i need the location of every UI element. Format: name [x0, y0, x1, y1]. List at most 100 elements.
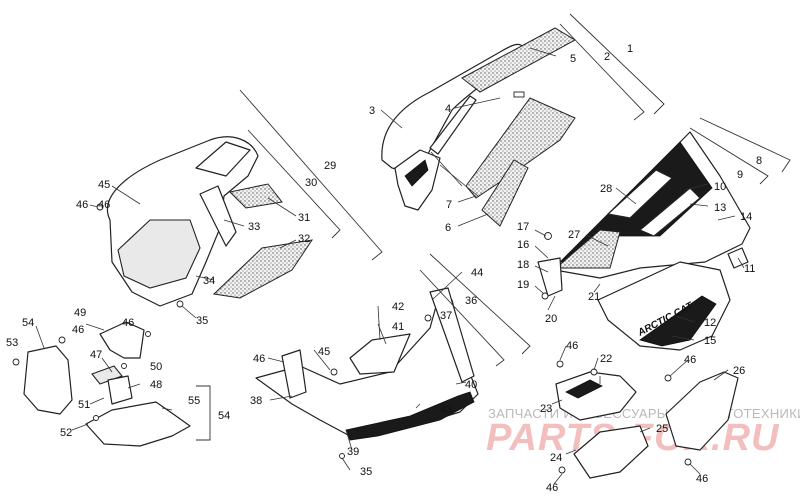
callout: 7: [446, 199, 452, 211]
callout: 4: [445, 103, 451, 115]
callout: 26: [733, 365, 745, 377]
callout: 40: [465, 379, 477, 391]
callout: 38: [250, 395, 262, 407]
leaders-center: [267, 253, 531, 471]
screw: [339, 453, 345, 459]
screw: [684, 458, 692, 466]
front-nose-inner: [117, 219, 201, 289]
callout: 46: [684, 354, 696, 366]
callout: 22: [600, 353, 612, 365]
screw: [558, 466, 566, 474]
belly-pan-body: [255, 291, 479, 437]
callout: 44: [471, 267, 483, 279]
callout: 46: [122, 317, 134, 329]
side-panel-decal-lower: [639, 295, 717, 347]
callout: 10: [714, 181, 726, 193]
callout: 39: [347, 446, 359, 458]
screw: [12, 358, 20, 366]
callout: 19: [517, 279, 529, 291]
belly-pan-bracket-left: [281, 349, 307, 399]
screw: [93, 415, 99, 421]
upper-nose-panel-group: [381, 27, 577, 227]
callout: 46: [253, 353, 265, 365]
belly-pan-cover: [349, 333, 411, 375]
side-panel-decal-cutout: [607, 169, 673, 219]
callout: 46: [696, 473, 708, 485]
callout: 52: [60, 427, 72, 439]
callout: 47: [90, 349, 102, 361]
bracket-clip: [537, 257, 563, 297]
callout: 2: [604, 51, 610, 63]
callout: 30: [305, 177, 317, 189]
side-bracket-upper-trim: [565, 379, 603, 399]
nose-mesh-large: [212, 239, 314, 299]
mount-plate: [107, 375, 133, 405]
callout: 46: [98, 199, 110, 211]
side-bracket-group: [555, 360, 739, 479]
screw: [544, 232, 552, 240]
side-panel-decal-cutout-2: [639, 187, 701, 237]
nose-mesh-small: [228, 183, 283, 209]
callout: 50: [150, 361, 162, 373]
callout: 15: [704, 335, 716, 347]
side-cover-left: [23, 345, 73, 415]
callout: 46: [72, 324, 84, 336]
small-parts-group: [12, 321, 191, 447]
upper-bracket: [99, 321, 145, 359]
callout: 41: [392, 321, 404, 333]
callout: 14: [740, 211, 752, 223]
screw: [556, 360, 564, 368]
callout: 18: [517, 259, 529, 271]
front-nose-bracket: [199, 185, 237, 247]
screw: [145, 331, 151, 337]
screw: [121, 363, 127, 369]
belly-pan-decal: [345, 391, 475, 441]
fastener-group-16-21: [534, 229, 601, 311]
upper-nose-strip: [429, 95, 477, 155]
callout: 1: [627, 43, 633, 55]
callout: 33: [248, 221, 260, 233]
callout: 53: [6, 337, 18, 349]
callout: 34: [203, 275, 215, 287]
upper-nose-dark-trim: [404, 159, 429, 187]
screw: [424, 314, 432, 322]
screw: [58, 336, 66, 344]
callout: 51: [78, 399, 90, 411]
screw: [664, 374, 672, 382]
side-mesh-panel-small: [481, 159, 529, 227]
front-nose-vent: [195, 141, 251, 177]
callout: 3: [369, 105, 375, 117]
callout: 31: [298, 212, 310, 224]
side-panel-mesh: [554, 229, 621, 269]
callout: 6: [445, 222, 451, 234]
callout: 55: [188, 395, 200, 407]
callout: 43: [440, 404, 452, 416]
lower-cover: [85, 401, 191, 447]
callout: 28: [600, 183, 612, 195]
top-mesh-panel: [461, 27, 577, 93]
front-nose-group: [96, 136, 314, 308]
callout: 54: [22, 317, 34, 329]
callout: 17: [517, 221, 529, 233]
callout: 35: [196, 315, 208, 327]
callout-numbers: 1 2 3 4 5 6 7 8 9 10 11 12 13 14 15 16 1…: [6, 43, 762, 494]
callout: 13: [714, 202, 726, 214]
callout: 9: [737, 169, 743, 181]
callout: 23: [540, 403, 552, 415]
callout: 49: [74, 307, 86, 319]
screw: [541, 292, 549, 300]
callout: 24: [550, 452, 562, 464]
side-bracket-lower: [573, 425, 649, 479]
callout: 42: [392, 301, 404, 313]
callout: 45: [318, 346, 330, 358]
callout: 46: [546, 482, 558, 494]
callout: 36: [465, 295, 477, 307]
leaders-small-parts: [35, 323, 211, 441]
side-panel-group: ARCTIC CAT: [554, 131, 751, 351]
callout: 12: [704, 317, 716, 329]
callout: 54: [218, 410, 230, 422]
leaders-top: [380, 13, 665, 227]
callout: 20: [545, 313, 557, 325]
relay-block: [91, 365, 123, 385]
